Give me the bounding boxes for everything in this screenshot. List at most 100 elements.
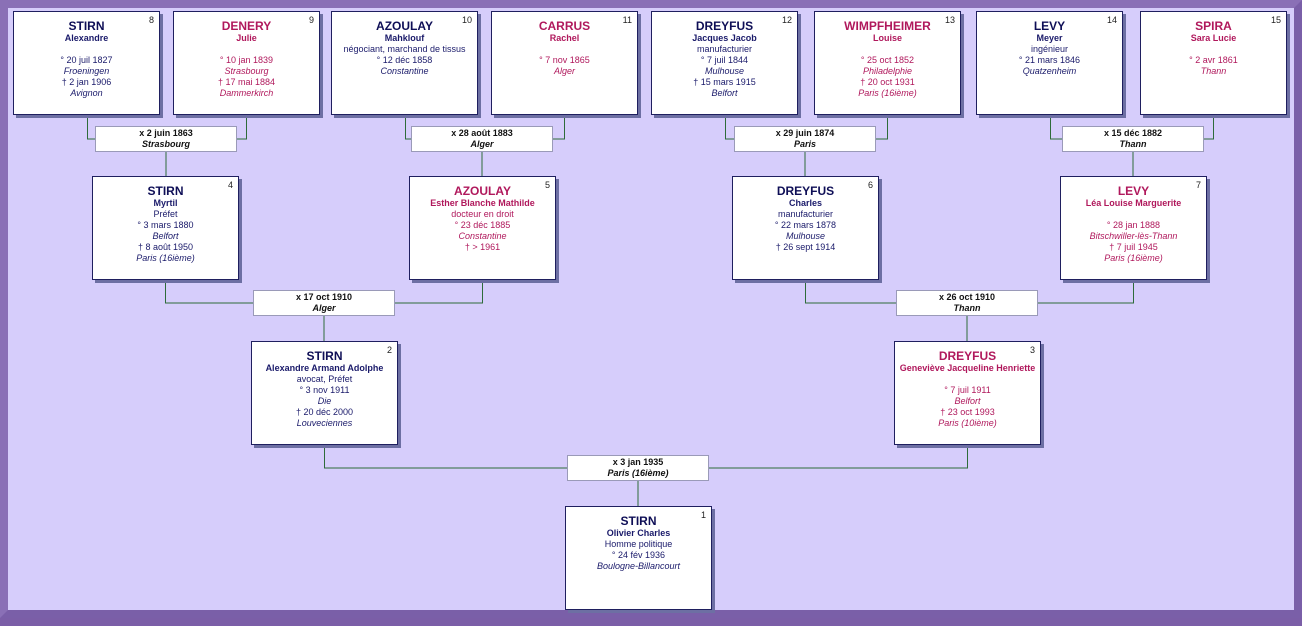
person-detail-line: Avignon (70, 88, 103, 98)
person-detail-line: ° 21 mars 1846 (1018, 55, 1081, 65)
person-surname: DREYFUS (938, 349, 997, 363)
person-detail-line: négociant, marchand de tissus (343, 44, 466, 54)
person-detail-line: Boulogne-Billancourt (596, 561, 681, 571)
marriage-place: Paris (16ième) (607, 468, 669, 478)
person-surname: DREYFUS (695, 19, 754, 33)
person-detail-line: ° 12 déc 1858 (376, 55, 433, 65)
sosa-number: 11 (622, 15, 632, 25)
person-detail-line: ° 20 juil 1827 (60, 55, 113, 65)
person-surname: DREYFUS (776, 184, 835, 198)
connector-line (237, 115, 247, 140)
person-given-name: Jacques Jacob (692, 33, 757, 43)
person-given-name: Esther Blanche Mathilde (430, 198, 535, 208)
person-given-name: Myrtil (153, 198, 178, 208)
person-detail-line (815, 44, 960, 55)
person-detail-line (174, 44, 319, 55)
person-given-name: Charles (788, 198, 823, 208)
connector-line (805, 280, 896, 304)
connector-line (1038, 280, 1134, 304)
person-detail-line: † 20 oct 1931 (860, 77, 915, 87)
person-detail-line: ° 10 jan 1839 (219, 55, 274, 65)
person-detail-line (1141, 44, 1286, 55)
person-surname: SPIRA (1195, 19, 1232, 33)
sosa-number: 4 (227, 180, 233, 190)
connector-line (1204, 115, 1214, 140)
marriage-date: x 28 août 1883 (451, 128, 513, 138)
person-detail-line: Constantine (380, 66, 429, 76)
person-surname: LEVY (1033, 19, 1066, 33)
person-surname: LEVY (1117, 184, 1150, 198)
person-detail-line: Thann (1200, 66, 1227, 76)
person-surname: WIMPFHEIMER (844, 19, 931, 33)
person-surname: STIRN (306, 349, 343, 363)
person-given-name: Alexandre (64, 33, 109, 43)
person-detail-line: ingénieur (1030, 44, 1069, 54)
person-detail-line: ° 2 avr 1861 (1189, 55, 1238, 65)
person-detail-line: Belfort (954, 396, 981, 406)
person-detail-line: Strasbourg (224, 66, 269, 76)
person-detail-line: manufacturier (777, 209, 834, 219)
sosa-number: 7 (1195, 180, 1201, 190)
person-detail-line (14, 44, 159, 55)
person-detail-line: manufacturier (696, 44, 753, 54)
person-detail-line: † 15 mars 1915 (693, 77, 756, 87)
tree-connector-lines (87, 115, 1214, 506)
connector-line (709, 445, 968, 469)
person-detail-line: ° 7 juil 1911 (944, 385, 991, 395)
person-detail-line: ° 28 jan 1888 (1106, 220, 1161, 230)
person-detail-line: docteur en droit (451, 209, 514, 219)
person-detail-line: † 17 mai 1884 (217, 77, 276, 87)
person-given-name: Geneviève Jacqueline Henriette (899, 363, 1036, 373)
person-detail-line (895, 374, 1040, 385)
person-detail-line: ° 23 déc 1885 (454, 220, 511, 230)
person-detail-line: Belfort (152, 231, 179, 241)
person-detail-line (492, 44, 637, 55)
marriage-place: Alger (312, 303, 336, 313)
person-given-name: Sara Lucie (1190, 33, 1237, 43)
person-detail-line: Louveciennes (296, 418, 353, 428)
person-given-name: Léa Louise Marguerite (1085, 198, 1182, 208)
connector-line (405, 115, 411, 140)
person-detail-line: † 2 jan 1906 (61, 77, 112, 87)
person-detail-line: † 23 oct 1993 (940, 407, 995, 417)
person-surname: STIRN (68, 19, 105, 33)
person-detail-line: ° 22 mars 1878 (774, 220, 837, 230)
person-detail-line: Paris (16ième) (858, 88, 917, 98)
connector-line (324, 445, 567, 469)
connector-line (1050, 115, 1062, 140)
marriage-place: Strasbourg (141, 139, 190, 149)
sosa-number: 14 (1106, 15, 1117, 25)
person-given-name: Mahklouf (384, 33, 425, 43)
sosa-number: 2 (386, 345, 392, 355)
sosa-number: 15 (1270, 15, 1281, 25)
person-detail-line: Paris (16ième) (1104, 253, 1163, 263)
connector-line (725, 115, 734, 140)
person-detail-line: ° 25 oct 1852 (860, 55, 915, 65)
marriage-date: x 15 déc 1882 (1103, 128, 1163, 138)
person-detail-line: Paris (10ième) (938, 418, 997, 428)
person-detail-line: † > 1961 (464, 242, 501, 252)
